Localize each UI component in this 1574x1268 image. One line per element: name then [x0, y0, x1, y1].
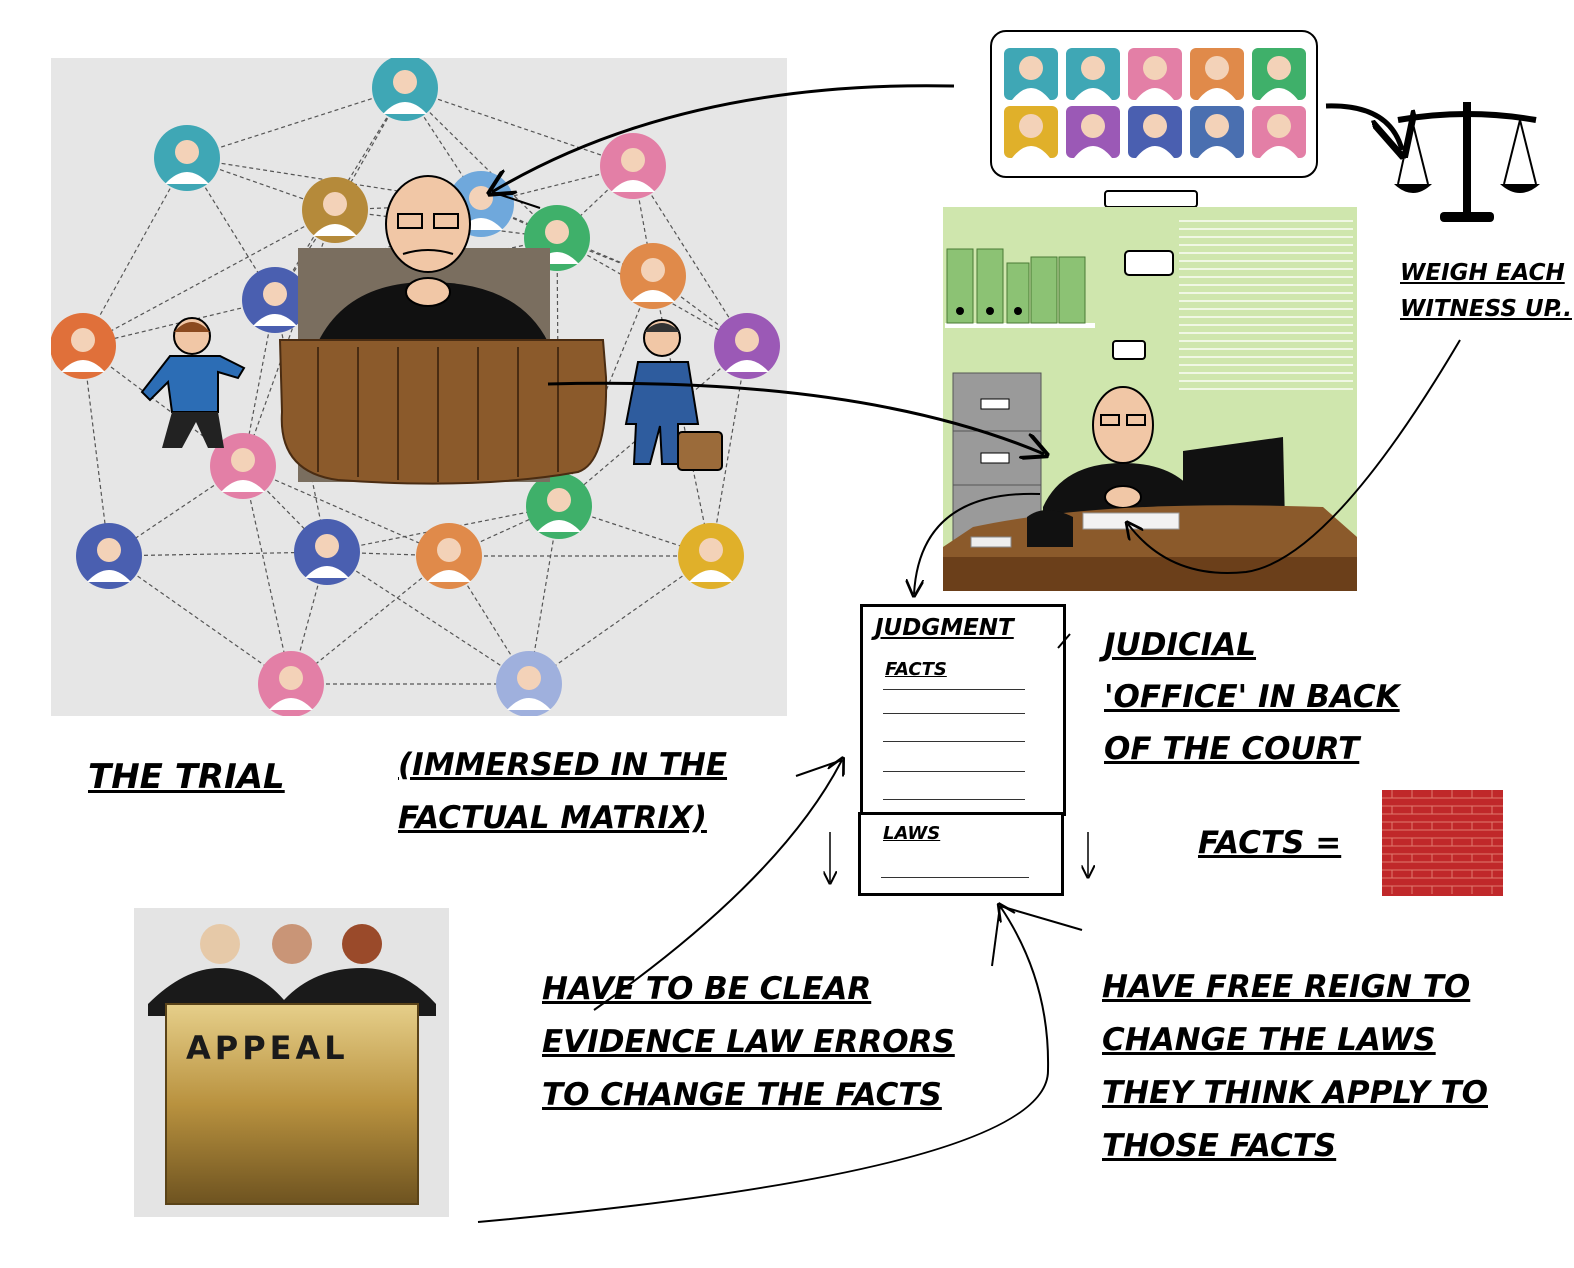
witness-avatar-node — [372, 55, 438, 121]
immersed-line-1: (IMMERSED IN THE — [398, 747, 728, 783]
network-link — [558, 345, 748, 507]
witness-avatar-node — [258, 651, 324, 717]
trial-judge-illustration — [278, 172, 608, 490]
network-link — [404, 87, 634, 167]
network-link — [334, 209, 558, 239]
witness-avatar-node — [620, 243, 686, 309]
witness-avatar-node — [294, 519, 360, 585]
network-link — [82, 345, 244, 467]
network-link — [480, 165, 634, 205]
brick-wall-icon — [1382, 790, 1503, 896]
network-link — [632, 165, 748, 347]
weigh-line-2: WITNESS UP.. — [1400, 296, 1572, 322]
network-link — [326, 551, 530, 685]
arrow-trial-to-office — [547, 381, 1044, 454]
witness-avatar-node — [526, 473, 592, 539]
witness-avatar-node — [242, 267, 308, 333]
witness-avatar-node — [154, 125, 220, 191]
network-link — [652, 275, 748, 347]
judgment-document: JUDGMENT FACTS — [860, 604, 1066, 816]
witness-avatar-node — [714, 313, 780, 379]
facts-equals-label: FACTS = — [1198, 825, 1342, 861]
judgment-title: JUDGMENT — [875, 615, 1014, 641]
network-link — [82, 345, 110, 557]
network-link — [82, 157, 188, 347]
facts-line — [883, 771, 1025, 772]
facts-line — [883, 799, 1025, 800]
network-link — [108, 555, 292, 685]
network-link — [186, 87, 406, 159]
arrow-witnesses-to-scales — [1325, 103, 1402, 150]
laws-section: LAWS — [858, 812, 1064, 896]
witness-avatar-node — [600, 133, 666, 199]
clear-evidence-line-3: TO CHANGE THE FACTS — [542, 1077, 942, 1113]
witness-avatar — [1128, 106, 1182, 158]
free-reign-line-3: THEY THINK APPLY TO — [1102, 1075, 1488, 1111]
witness-avatar — [1004, 48, 1058, 100]
facts-line — [883, 741, 1025, 742]
office-line-2: 'OFFICE' IN BACK — [1104, 679, 1400, 715]
free-reign-line-1: HAVE FREE REIGN TO — [1102, 969, 1471, 1005]
free-reign-line-4: THOSE FACTS — [1102, 1128, 1337, 1164]
network-link — [710, 345, 748, 557]
network-link — [326, 505, 560, 553]
network-link — [242, 465, 292, 685]
witness-avatar — [1066, 48, 1120, 100]
facts-line — [883, 713, 1025, 714]
facts-line — [883, 689, 1025, 690]
witness-panel — [990, 30, 1318, 178]
witness-avatar — [1190, 106, 1244, 158]
witness-avatar-node — [76, 523, 142, 589]
witness-avatar-grid — [1004, 48, 1306, 158]
arrow-office-to-judgment — [914, 492, 1041, 594]
appeal-illustration: APPEAL — [134, 908, 449, 1217]
witness-avatar-node — [678, 523, 744, 589]
appeal-box-label: APPEAL — [186, 1029, 349, 1067]
free-reign-line-2: CHANGE THE LAWS — [1102, 1022, 1436, 1058]
arrow-appeal-to-facts — [593, 760, 842, 1011]
judgment-facts-label: FACTS — [885, 659, 947, 680]
witness-avatar — [1252, 48, 1306, 100]
witness-avatar — [1252, 106, 1306, 158]
arrow-witnesses-to-trial — [492, 84, 955, 192]
the-trial-label: THE TRIAL — [88, 757, 285, 797]
witness-avatar-node — [302, 177, 368, 243]
network-link — [290, 555, 450, 685]
laws-line — [881, 877, 1029, 878]
network-link — [108, 551, 328, 557]
network-link — [528, 555, 712, 685]
businessman-illustration — [616, 314, 734, 478]
network-link — [186, 157, 336, 211]
network-link — [82, 209, 336, 347]
angry-man-illustration — [132, 312, 272, 456]
witness-avatar-node — [50, 313, 116, 379]
witness-avatar-node — [210, 433, 276, 499]
arrow-appeal-to-laws — [477, 906, 1050, 1223]
judicial-office-panel — [943, 207, 1357, 591]
office-line-1: JUDICIAL — [1104, 627, 1257, 663]
clear-evidence-line-2: EVIDENCE LAW ERRORS — [542, 1024, 955, 1060]
network-link — [242, 465, 450, 557]
weigh-line-1: WEIGH EACH — [1400, 260, 1565, 286]
judgment-laws-label: LAWS — [883, 823, 941, 844]
witness-avatar — [1190, 48, 1244, 100]
witness-avatar — [1066, 106, 1120, 158]
witness-avatar — [1004, 106, 1058, 158]
immersed-line-2: FACTUAL MATRIX) — [398, 800, 707, 836]
clear-evidence-line-1: HAVE TO BE CLEAR — [542, 971, 872, 1007]
office-line-3: OF THE COURT — [1104, 731, 1360, 767]
witness-avatar-node — [416, 523, 482, 589]
witness-avatar-node — [496, 651, 562, 717]
network-link — [404, 87, 558, 239]
network-link — [556, 237, 748, 347]
witness-avatar — [1128, 48, 1182, 100]
arrow-weigh-to-desk — [1128, 339, 1461, 574]
